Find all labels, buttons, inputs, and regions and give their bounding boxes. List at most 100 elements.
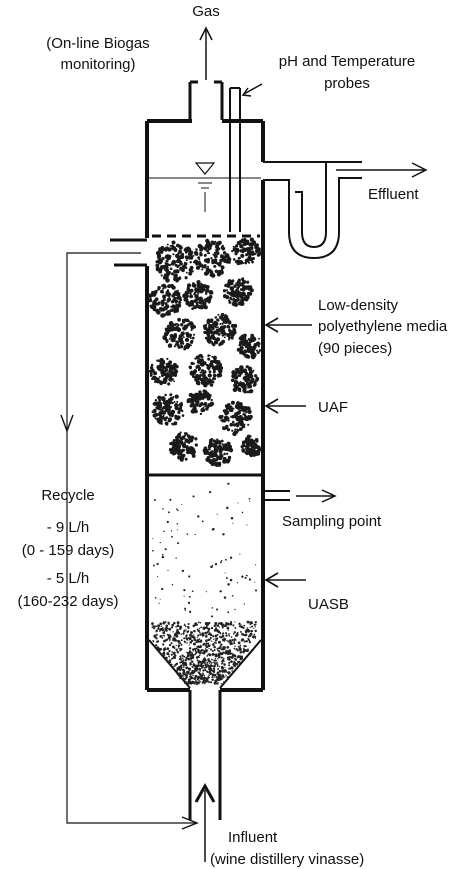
sludge-dot <box>183 632 185 635</box>
media-dot <box>258 349 262 352</box>
media-dot <box>194 443 198 447</box>
media-dot <box>220 312 225 317</box>
media-dot <box>226 452 229 455</box>
media-dot <box>166 243 169 246</box>
sludge-dot <box>197 645 200 648</box>
sludge-dot <box>219 590 222 593</box>
sludge-dot <box>231 670 233 672</box>
media-dot <box>239 240 241 242</box>
sludge-dot <box>204 669 207 672</box>
sludge-dot <box>230 516 234 520</box>
sludge-dot <box>223 596 227 599</box>
sludge-dot <box>220 643 223 646</box>
sludge-dot <box>183 589 186 592</box>
media-dot <box>184 262 188 266</box>
sludge-dot <box>203 661 206 664</box>
sludge-dot <box>209 668 213 672</box>
media-dot <box>184 438 189 443</box>
sludge-dot <box>205 634 208 637</box>
media-dot <box>167 418 172 423</box>
sludge-dot <box>209 665 211 667</box>
media-dot <box>253 252 257 256</box>
sludge-dot <box>206 677 209 680</box>
sludge-dot <box>161 587 164 591</box>
sludge-dot <box>222 671 224 673</box>
media-dot <box>204 336 208 340</box>
sludge-dot <box>179 627 182 631</box>
sludge-dot <box>254 589 258 592</box>
sludge-dot <box>246 627 248 629</box>
sludge-dot <box>243 624 245 627</box>
probes-pointer-arrow <box>241 83 263 97</box>
media-dot <box>257 445 261 449</box>
sludge-dot <box>184 679 187 681</box>
media-dot <box>170 308 174 313</box>
sludge-dot <box>183 669 186 672</box>
sludge-dot <box>208 653 212 657</box>
sludge-dot <box>192 495 195 498</box>
media-dot <box>173 345 177 348</box>
sludge-dot <box>238 647 241 650</box>
media-dot <box>166 257 170 261</box>
sludge-dot <box>181 569 185 573</box>
media-dot <box>205 331 209 335</box>
media-dot <box>257 449 261 452</box>
media-dot <box>189 336 192 340</box>
sludge-dot <box>211 652 215 656</box>
sludge-dot <box>191 652 194 655</box>
sludge-dot <box>199 681 202 683</box>
media-dot <box>213 447 218 451</box>
sludge-dot <box>167 621 170 624</box>
sampling-port <box>263 489 337 503</box>
sludge-dot <box>182 659 185 662</box>
media-dot <box>176 343 180 347</box>
sludge-dot <box>208 681 211 684</box>
media-dot <box>175 299 179 303</box>
sludge-dot <box>163 639 166 643</box>
sludge-dot <box>254 635 257 638</box>
sludge-dot <box>217 668 220 670</box>
sludge-dot <box>254 620 257 624</box>
sludge-dot <box>210 615 214 618</box>
media-dot <box>247 255 252 260</box>
media-dot <box>217 313 220 316</box>
sludge-dot <box>233 631 236 634</box>
sludge-dot <box>209 681 213 684</box>
sludge-dot <box>153 626 156 629</box>
media-dot <box>148 298 153 303</box>
media-dot <box>171 272 174 276</box>
media-dot <box>156 259 160 263</box>
media-dot <box>165 340 169 344</box>
sludge-dot <box>168 627 172 631</box>
media-dot <box>192 254 195 257</box>
sludge-dot <box>193 638 197 642</box>
sludge-dot <box>243 603 246 605</box>
media-dot <box>173 401 176 403</box>
media-dot <box>215 364 220 369</box>
media-dot <box>215 316 218 319</box>
sludge-dot <box>229 578 233 582</box>
media-dot <box>217 332 221 336</box>
media-dot <box>198 391 201 394</box>
sludge-dot <box>237 660 241 664</box>
sludge-dot <box>209 636 212 640</box>
media-dot <box>247 338 251 341</box>
media-dot <box>165 416 169 420</box>
sludge-dot <box>235 662 239 666</box>
media-dot <box>203 253 207 257</box>
media-dot <box>250 333 254 337</box>
sludge-dot <box>189 670 191 672</box>
media-dot <box>236 429 240 432</box>
sludge-dot <box>221 662 224 665</box>
media-dot <box>163 268 166 271</box>
media-dot <box>231 415 235 419</box>
sludge-dot <box>162 643 165 646</box>
sludge-dot <box>208 629 210 631</box>
media-dot <box>212 322 216 326</box>
sludge-dot <box>152 537 154 540</box>
sludge-dot <box>207 659 211 663</box>
reactor-column <box>145 119 265 692</box>
sludge-dot <box>235 639 237 641</box>
media-dot <box>214 261 218 265</box>
media-dot <box>189 439 193 443</box>
